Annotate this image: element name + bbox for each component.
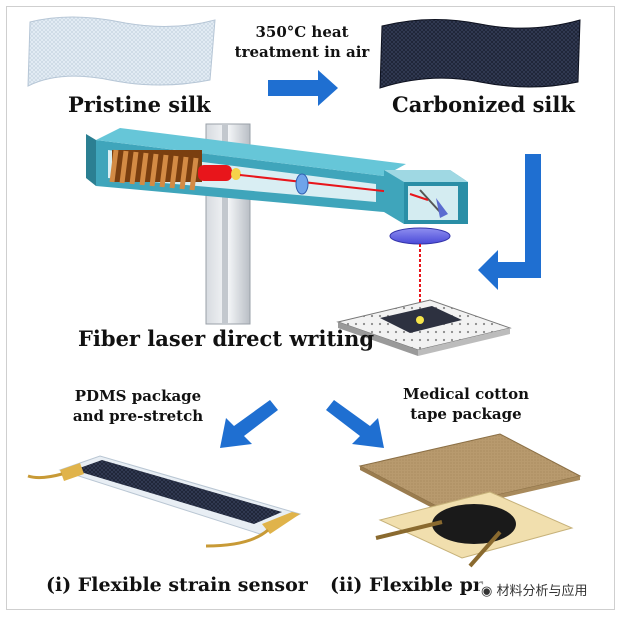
heat-arrow (268, 70, 338, 106)
watermark: ◉ 材料分析与应用 (478, 580, 591, 599)
heat-treatment-line1: 350°C heat (255, 23, 349, 41)
carbonized-silk-fabric (379, 19, 581, 89)
pdms-line1: PDMS package (74, 387, 202, 405)
cotton-line1: Medical cotton (402, 385, 529, 403)
strain-sensor-device (27, 455, 302, 548)
cotton-line2: tape package (410, 405, 522, 423)
focus-lens (389, 227, 451, 245)
pristine-silk-label: Pristine silk (68, 92, 211, 117)
carbonized-silk-label: Carbonized silk (392, 92, 575, 117)
cotton-tape-label: Medical cotton tape package (396, 384, 536, 424)
arrow-to-strain (220, 400, 278, 448)
wechat-icon: ◉ (481, 584, 493, 599)
heat-treatment-label: 350°C heat treatment in air (232, 22, 372, 62)
pristine-silk-fabric (27, 16, 216, 87)
heat-treatment-line2: treatment in air (234, 43, 370, 61)
pdms-line2: and pre-stretch (72, 407, 204, 425)
laser-writing-label: Fiber laser direct writing (78, 326, 375, 351)
writing-stage (336, 299, 512, 356)
laser-arrow (478, 154, 541, 290)
watermark-text: 材料分析与应用 (496, 584, 588, 599)
pressure-sensor-device (358, 433, 582, 568)
arrow-to-pressure (326, 400, 384, 448)
strain-sensor-caption: (i) Flexible strain sensor (46, 574, 308, 596)
laser-beam-horizontal (239, 174, 411, 195)
pdms-label: PDMS package and pre-stretch (72, 386, 204, 426)
pump-coil (109, 149, 202, 191)
pressure-sensor-caption: (ii) Flexible pr (330, 574, 483, 596)
